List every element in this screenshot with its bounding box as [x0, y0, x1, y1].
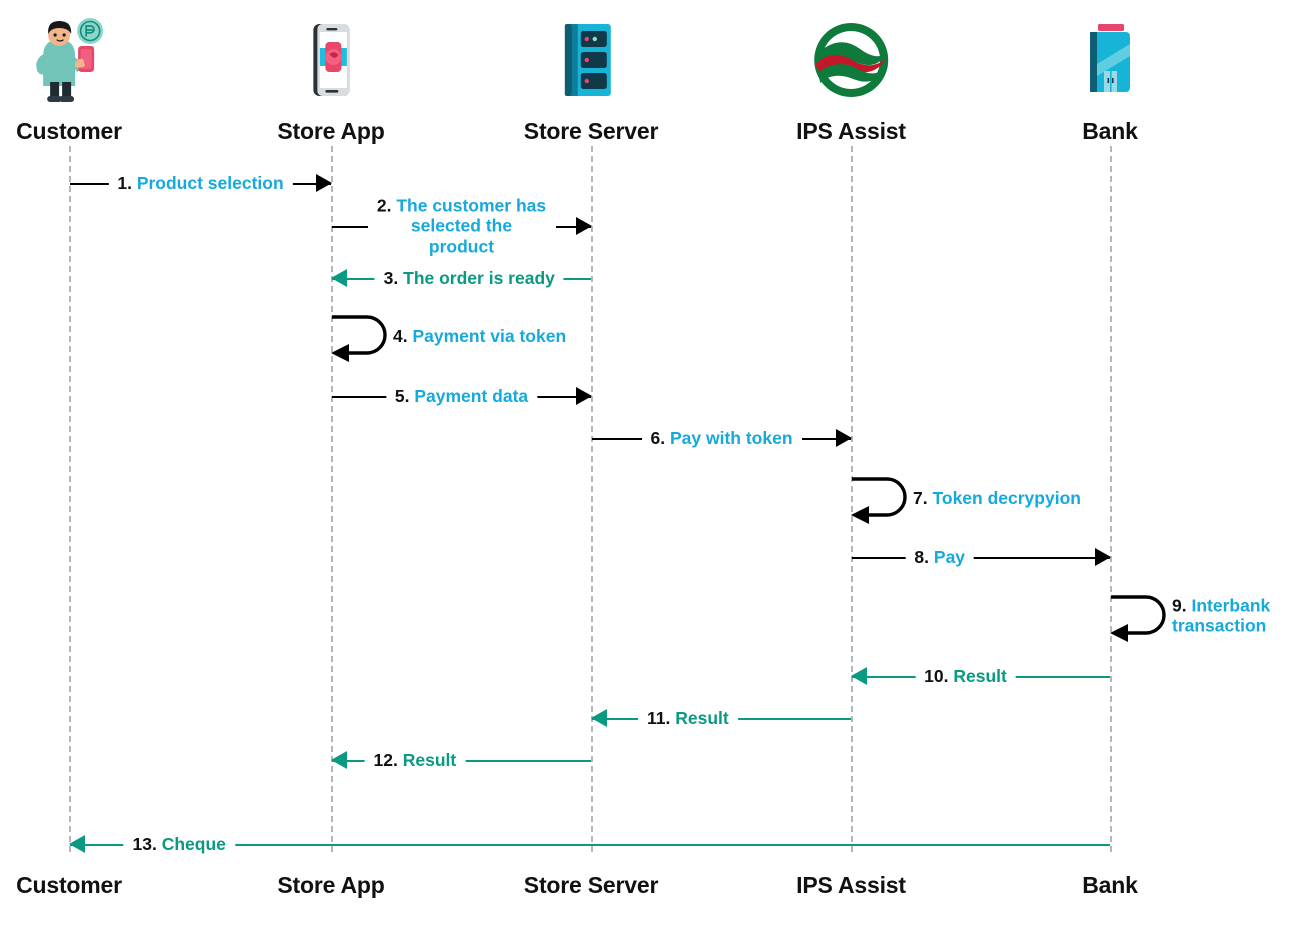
message-text: The order is ready: [403, 267, 555, 288]
arrowhead-left-icon: [69, 835, 85, 853]
lifeline-store-app: [331, 146, 333, 852]
message-9[interactable]: 9. Interbank transaction: [1110, 593, 1290, 642]
message-caption: 1. Product selection: [108, 172, 293, 194]
participant-footer-store-app[interactable]: Store App: [277, 874, 384, 897]
arrowhead-left-icon: [591, 709, 607, 727]
message-number: 10.: [924, 665, 949, 686]
message-text: Result: [675, 707, 729, 728]
message-line: [852, 557, 1110, 559]
participant-label: Store App: [277, 872, 385, 898]
participant-label: Store Server: [523, 872, 659, 898]
message-text: Cheque: [161, 833, 226, 854]
participant-label: Store Server: [523, 118, 659, 144]
participant-header-bank[interactable]: Bank: [1064, 16, 1156, 143]
message-number: 6.: [650, 427, 666, 448]
message-number: 5.: [394, 385, 410, 406]
participant-label: Store App: [277, 118, 385, 144]
message-caption: 7. Token decrypyion: [913, 488, 1081, 508]
message-number: 3.: [383, 267, 399, 288]
person-with-phone-icon: [23, 16, 115, 104]
participant-footer-ips-assist[interactable]: IPS Assist: [796, 874, 906, 897]
message-caption: 4. Payment via token: [393, 326, 566, 346]
arrowhead-left-icon: [331, 269, 347, 287]
lifeline-store-server: [591, 146, 593, 852]
participant-label: Bank: [1082, 872, 1138, 898]
participant-header-ips-assist[interactable]: IPS Assist: [796, 16, 906, 143]
participant-header-store-app[interactable]: Store App: [277, 16, 385, 144]
arrowhead-right-icon: [316, 174, 332, 192]
message-number: 11.: [646, 707, 671, 728]
message-text: Result: [953, 665, 1007, 686]
message-caption: 12. Result: [364, 749, 466, 771]
message-number: 2.: [376, 195, 392, 216]
message-4[interactable]: 4. Payment via token: [331, 313, 566, 362]
arrowhead-right-icon: [576, 217, 592, 235]
message-number: 9.: [1172, 595, 1187, 616]
message-number: 4.: [393, 325, 408, 346]
message-text: Token decrypyion: [932, 487, 1081, 508]
message-number: 13.: [132, 833, 157, 854]
message-caption: 3. The order is ready: [374, 267, 564, 289]
lifeline-customer: [69, 146, 71, 852]
message-number: 8.: [914, 546, 930, 567]
message-text: Interbank transaction: [1172, 595, 1271, 636]
message-caption: 6. Pay with token: [641, 427, 802, 449]
participant-footer-bank[interactable]: Bank: [1082, 872, 1138, 898]
lifeline-ips-assist: [851, 146, 853, 852]
message-number: 12.: [373, 749, 398, 770]
message-caption: 11. Result: [637, 707, 738, 729]
message-caption: 10. Result: [915, 665, 1016, 687]
message-text: Payment data: [414, 385, 529, 406]
message-text: Pay with token: [669, 427, 793, 448]
message-number: 7.: [913, 487, 928, 508]
arrowhead-right-icon: [1095, 548, 1111, 566]
participant-label: Customer: [16, 872, 122, 898]
participant-header-store-server[interactable]: Store Server: [524, 16, 658, 143]
participant-label: IPS Assist: [796, 118, 906, 144]
participant-footer-store-server[interactable]: Store Server: [523, 872, 659, 898]
lifeline-bank: [1110, 146, 1112, 852]
participant-label: Bank: [1082, 118, 1138, 144]
message-text: Payment via token: [412, 325, 567, 346]
ips-assist-logo-icon: [805, 16, 897, 104]
participant-label: IPS Assist: [796, 872, 906, 898]
message-caption: 8. Pay: [905, 546, 975, 568]
message-number: 1.: [117, 172, 132, 193]
message-caption: 5. Payment data: [385, 385, 538, 407]
bank-card-icon: [1064, 16, 1156, 104]
arrowhead-right-icon: [836, 429, 852, 447]
participant-footer-customer[interactable]: Customer: [16, 874, 122, 897]
server-rack-icon: [545, 16, 637, 104]
message-text: Pay: [933, 546, 966, 567]
message-text: Result: [402, 749, 457, 770]
smartphone-app-icon: [285, 16, 377, 104]
participant-label: Customer: [16, 118, 122, 144]
participant-header-customer[interactable]: Customer: [16, 16, 122, 143]
message-caption: 2. The customer has selected the product: [367, 195, 556, 257]
message-text: Product selection: [136, 172, 284, 193]
message-line: [70, 844, 1110, 846]
arrowhead-left-icon: [851, 667, 867, 685]
message-caption: 9. Interbank transaction: [1172, 596, 1284, 637]
arrowhead-left-icon: [331, 751, 347, 769]
message-text: The customer has selected the product: [396, 195, 547, 257]
message-caption: 13. Cheque: [123, 833, 235, 855]
arrowhead-right-icon: [576, 387, 592, 405]
message-7[interactable]: 7. Token decrypyion: [851, 475, 1081, 524]
